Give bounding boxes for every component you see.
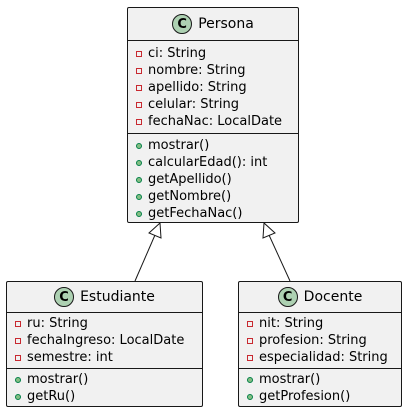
private-square-icon [136, 101, 142, 108]
attribute: apellido: String [128, 79, 298, 96]
class-header: C Persona [128, 8, 298, 40]
methods-section: mostrar() getProfesion() [239, 371, 401, 405]
public-circle-icon [136, 159, 142, 166]
private-square-icon [15, 320, 21, 327]
method: mostrar() [7, 371, 202, 388]
public-circle-icon [136, 142, 142, 149]
private-square-icon [247, 337, 253, 344]
class-name: Docente [303, 289, 363, 305]
attributes-section: ci: String nombre: String apellido: Stri… [128, 45, 298, 130]
private-square-icon [247, 320, 253, 327]
class-c-icon: C [54, 287, 75, 307]
private-square-icon [136, 50, 142, 57]
method: getRu() [7, 388, 202, 405]
method: getFechaNac() [128, 205, 298, 222]
public-circle-icon [15, 376, 21, 383]
attribute: ci: String [128, 45, 298, 62]
attribute: profesion: String [239, 332, 401, 349]
method: mostrar() [239, 371, 401, 388]
attribute: nombre: String [128, 62, 298, 79]
members-divider [239, 368, 401, 369]
method: mostrar() [128, 137, 298, 154]
generalization-estudiante-to-persona [134, 221, 162, 282]
class-c-icon: C [172, 14, 193, 34]
method: getNombre() [128, 188, 298, 205]
attribute: nit: String [239, 315, 401, 332]
attribute: celular: String [128, 96, 298, 113]
header-divider [128, 40, 298, 41]
method: getProfesion() [239, 388, 401, 405]
members-divider [7, 368, 202, 369]
public-circle-icon [136, 176, 142, 183]
private-square-icon [247, 354, 253, 361]
header-divider [7, 312, 202, 313]
class-name: Persona [198, 16, 254, 32]
members-divider [128, 133, 298, 134]
methods-section: mostrar() calcularEdad(): int getApellid… [128, 137, 298, 222]
attribute: especialidad: String [239, 349, 401, 366]
attribute: semestre: int [7, 349, 202, 366]
header-divider [239, 312, 401, 313]
private-square-icon [136, 84, 142, 91]
private-square-icon [136, 67, 142, 74]
inheritance-arrowhead [262, 221, 276, 239]
class-c-icon: C [277, 287, 298, 307]
methods-section: mostrar() getRu() [7, 371, 202, 405]
attribute: fechaNac: LocalDate [128, 113, 298, 130]
attributes-section: nit: String profesion: String especialid… [239, 315, 401, 366]
public-circle-icon [15, 393, 21, 400]
method: calcularEdad(): int [128, 154, 298, 171]
public-circle-icon [247, 376, 253, 383]
class-name: Estudiante [80, 289, 155, 305]
class-estudiante[interactable]: C Estudiante ru: String fechaIngreso: Lo… [6, 281, 203, 407]
public-circle-icon [247, 393, 253, 400]
inheritance-line [268, 234, 291, 282]
public-circle-icon [136, 193, 142, 200]
class-persona[interactable]: C Persona ci: String nombre: String apel… [127, 7, 299, 223]
private-square-icon [136, 118, 142, 125]
class-header: C Docente [239, 282, 401, 312]
attribute: ru: String [7, 315, 202, 332]
private-square-icon [15, 354, 21, 361]
class-header: C Estudiante [7, 282, 202, 312]
public-circle-icon [136, 210, 142, 217]
method: getApellido() [128, 171, 298, 188]
inheritance-arrowhead [148, 221, 162, 239]
attribute: fechaIngreso: LocalDate [7, 332, 202, 349]
generalization-docente-to-persona [262, 221, 291, 282]
inheritance-line [134, 234, 156, 282]
private-square-icon [15, 337, 21, 344]
attributes-section: ru: String fechaIngreso: LocalDate semes… [7, 315, 202, 366]
class-docente[interactable]: C Docente nit: String profesion: String … [238, 281, 402, 407]
